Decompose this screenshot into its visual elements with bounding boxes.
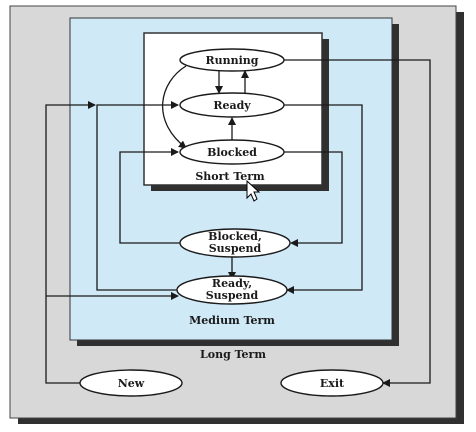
state-blocked-suspend-label-1: Blocked, [208, 230, 262, 243]
state-blocked-suspend-label-2: Suspend [209, 242, 262, 255]
edge-running-to-exit [275, 59, 431, 387]
mouse-cursor-icon [246, 179, 261, 202]
state-blocked-label: Blocked [207, 146, 257, 159]
edge-ready-to-ready-suspend [283, 104, 363, 294]
state-ready-suspend-label-1: Ready, [212, 277, 252, 290]
edge-running-to-blocked [161, 65, 187, 149]
long-term-label: Long Term [200, 348, 266, 361]
state-running [179, 48, 285, 72]
state-ready-suspend [176, 275, 288, 305]
state-ready [179, 92, 285, 118]
edge-blocked-to-blocked-suspend [282, 151, 343, 247]
state-blocked [179, 139, 285, 165]
edge-blocked-suspend-to-blocked [119, 148, 180, 244]
edge-new-to-ready [45, 101, 96, 384]
edge-ready-suspend-to-ready [96, 101, 180, 291]
state-new [79, 369, 183, 397]
state-ready-label: Ready [213, 99, 251, 112]
short-term-label: Short Term [195, 170, 265, 183]
state-running-label: Running [205, 54, 258, 67]
state-new-label: New [118, 377, 145, 390]
state-exit [280, 369, 384, 397]
medium-term-label: Medium Term [189, 314, 275, 327]
state-blocked-suspend [179, 228, 291, 258]
state-ready-suspend-label-2: Suspend [206, 289, 259, 302]
state-exit-label: Exit [320, 377, 345, 390]
